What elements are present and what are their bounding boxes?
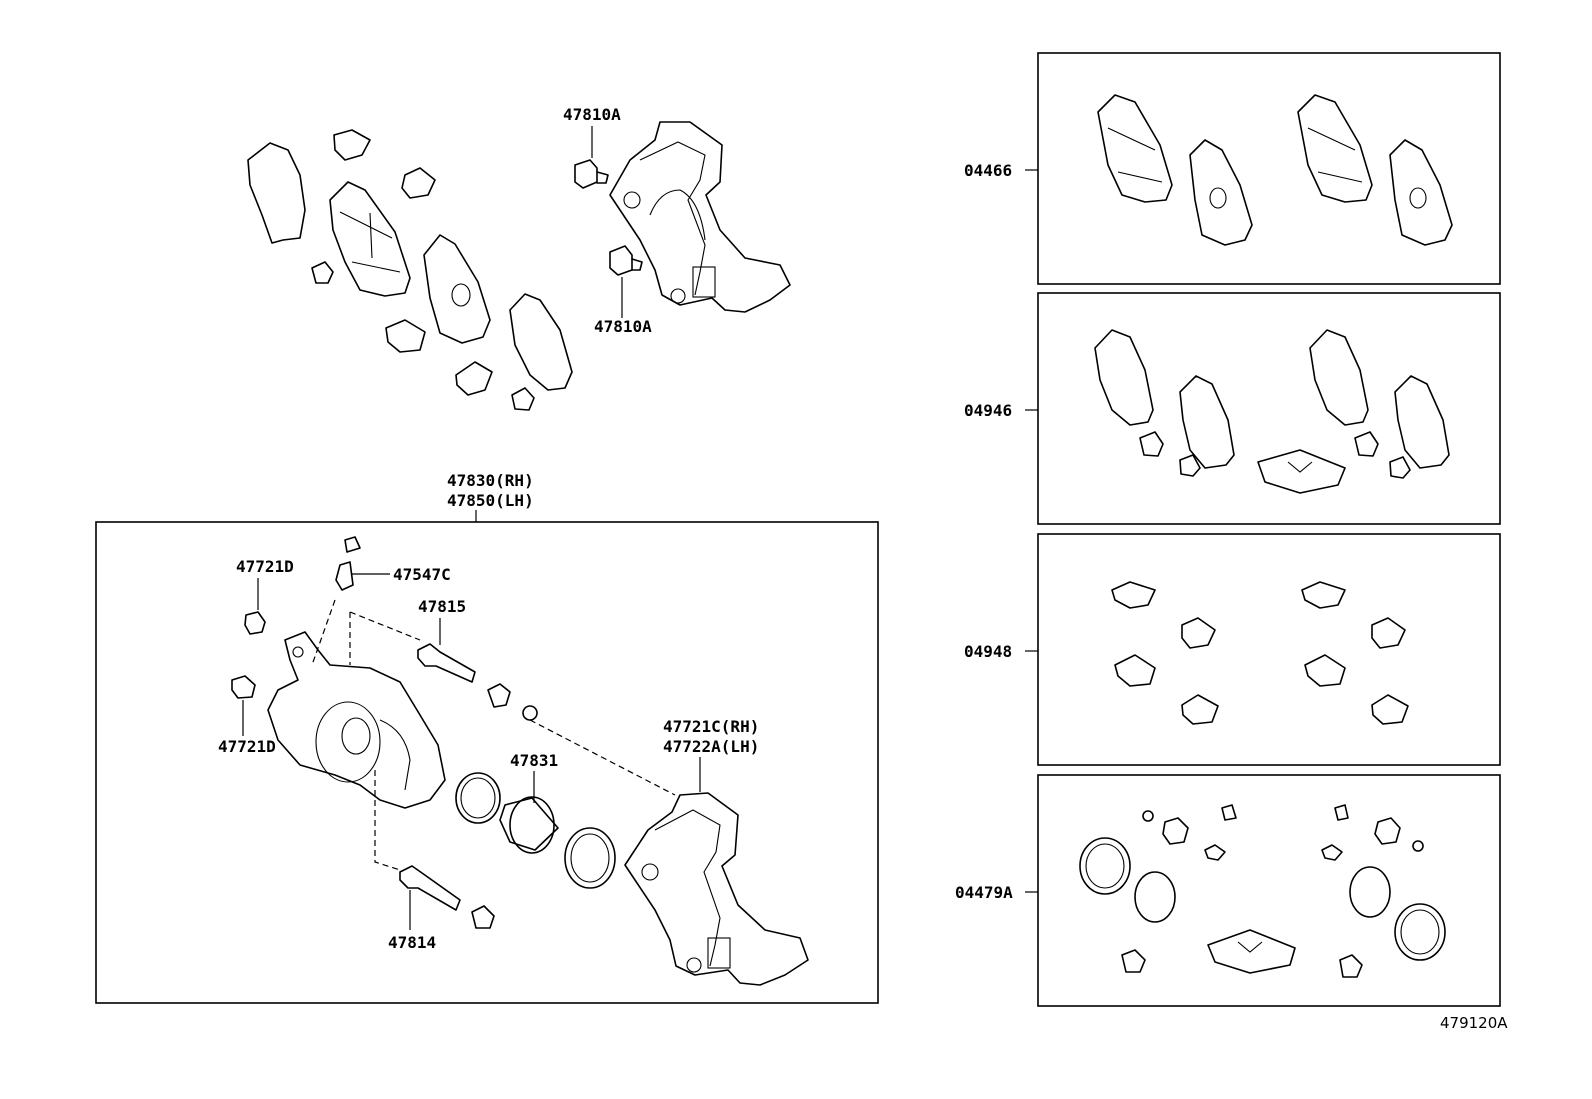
kit-box-04479a [1025, 774, 1501, 1007]
kit-box-04466 [1025, 52, 1501, 285]
bolt-47810a-lower [609, 245, 643, 276]
label-47721c-rh: 47721C(RH) [663, 717, 759, 736]
bleeder-screw-47547c [335, 536, 361, 591]
bolt-47721d-bottom [231, 675, 256, 699]
caliper-assembly-frame [95, 521, 879, 1004]
label-kit-04479a: 04479A [955, 883, 1013, 902]
label-kit-04948: 04948 [964, 642, 1012, 661]
label-caliper-rh: 47830(RH) [447, 471, 534, 490]
label-47721d-top: 47721D [236, 557, 294, 576]
kit-box-04946 [1025, 292, 1501, 525]
caliper-mounting-bracket [609, 121, 791, 313]
label-47831: 47831 [510, 751, 558, 770]
piston-47831 [455, 772, 616, 889]
mounting-bracket-lower [624, 792, 809, 986]
label-caliper-lh: 47850(LH) [447, 491, 534, 510]
label-47721d-bottom: 47721D [218, 737, 276, 756]
label-47810a-lower: 47810A [594, 317, 652, 336]
bolt-47721d-top [244, 611, 266, 635]
label-47814: 47814 [388, 933, 436, 952]
figure-id: 479120A [1440, 1014, 1508, 1032]
label-47547c: 47547C [393, 565, 451, 584]
slide-pin-47815 [417, 643, 538, 721]
label-47815: 47815 [418, 597, 466, 616]
label-kit-04946: 04946 [964, 401, 1012, 420]
caliper-body [267, 631, 446, 809]
label-kit-04466: 04466 [964, 161, 1012, 180]
label-47810a-upper: 47810A [563, 105, 621, 124]
slide-pin-47814 [399, 865, 495, 929]
pad-shim-cluster [247, 129, 573, 411]
bolt-47810a-upper [574, 159, 609, 189]
kit-box-04948 [1025, 533, 1501, 766]
label-47722a-lh: 47722A(LH) [663, 737, 759, 756]
